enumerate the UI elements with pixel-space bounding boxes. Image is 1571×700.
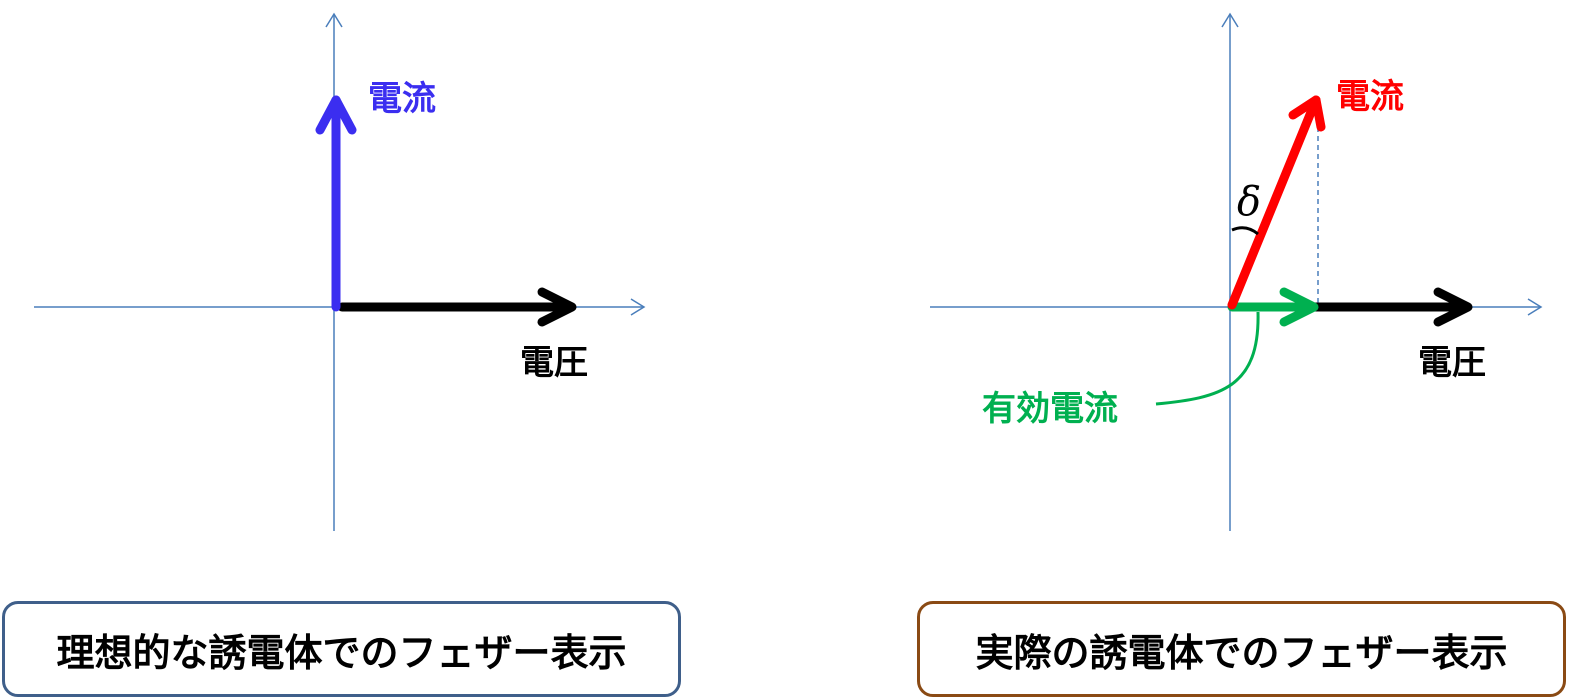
right-vertical-axis-arrowhead bbox=[1221, 12, 1239, 28]
phasor-diagrams: 電流 電圧 δ 電流 電圧 有効電流 bbox=[34, 12, 1543, 531]
active-current-label: 有効電流 bbox=[982, 389, 1118, 429]
left-vertical-axis-arrowhead bbox=[325, 12, 343, 28]
ideal-voltage-phasor bbox=[337, 287, 577, 327]
ideal-phasor-diagram: 電流 電圧 bbox=[34, 12, 646, 531]
ideal-caption-box: 理想的な誘電体でのフェザー表示 bbox=[2, 601, 681, 697]
ideal-current-label: 電流 bbox=[368, 79, 436, 119]
left-horizontal-axis-arrowhead bbox=[630, 298, 646, 316]
real-current-label: 電流 bbox=[1336, 77, 1404, 117]
loss-angle-label: δ bbox=[1237, 179, 1261, 225]
loss-angle-arc bbox=[1231, 226, 1259, 236]
ideal-caption-text: 理想的な誘電体でのフェザー表示 bbox=[56, 630, 627, 675]
real-caption-text: 実際の誘電体でのフェザー表示 bbox=[975, 630, 1508, 675]
active-current-callout-line bbox=[1155, 311, 1260, 406]
real-current-phasor bbox=[1227, 95, 1326, 310]
ideal-voltage-label: 電圧 bbox=[520, 343, 588, 383]
ideal-current-phasor bbox=[315, 95, 357, 312]
right-horizontal-axis-arrowhead bbox=[1527, 298, 1543, 316]
real-voltage-label: 電圧 bbox=[1418, 343, 1486, 383]
active-current-phasor bbox=[1227, 287, 1319, 327]
real-caption-box: 実際の誘電体でのフェザー表示 bbox=[917, 601, 1566, 697]
right-axes bbox=[930, 12, 1543, 531]
real-phasor-diagram: δ 電流 電圧 有効電流 bbox=[930, 12, 1543, 531]
real-voltage-phasor bbox=[1295, 287, 1473, 327]
